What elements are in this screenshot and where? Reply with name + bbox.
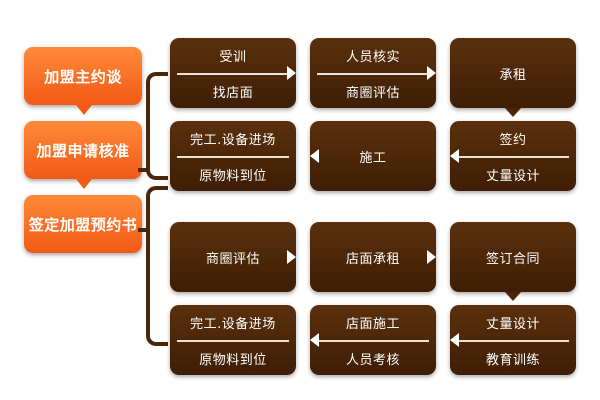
step-box-trade-area: 商圈评估 [170, 222, 296, 292]
stage-pointer-1 [76, 105, 92, 115]
arrow-left-icon [450, 333, 459, 347]
step-divider [177, 156, 289, 158]
step-text: 商圈评估 [205, 251, 260, 267]
stage-card-2: 加盟申请核准 [24, 121, 142, 189]
step-box-sign-measure: 签约 丈量设计 [450, 121, 576, 191]
step-divider [177, 73, 289, 75]
brace-lower [146, 186, 168, 346]
step-box-store-construction: 店面施工 人员考核 [310, 305, 436, 375]
step-divider [317, 340, 429, 342]
arrow-down-icon [505, 292, 521, 301]
arrow-right-icon [287, 66, 296, 80]
step-box-store-lease: 店面承租 [310, 222, 436, 292]
brace-tip-lower [138, 228, 150, 232]
step-divider [177, 340, 289, 342]
stage-label-1: 加盟主约谈 [44, 67, 122, 86]
step-divider [317, 73, 429, 75]
brace-upper [146, 72, 168, 180]
arrow-down-icon [505, 108, 521, 117]
step-bottom-text: 原物料到位 [199, 169, 267, 184]
step-top-text: 店面施工 [345, 317, 400, 332]
step-top-text: 签约 [499, 133, 527, 148]
step-top-text: 完工.设备进场 [190, 317, 276, 332]
arrow-right-icon [287, 250, 296, 264]
step-top-text: 人员核实 [345, 50, 400, 65]
stage-card-3: 签定加盟预约书 [24, 195, 142, 253]
step-text: 店面承租 [345, 251, 400, 267]
step-bottom-text: 人员考核 [345, 353, 400, 368]
stage-label-2: 加盟申请核准 [36, 141, 130, 160]
step-bottom-text: 商圈评估 [345, 86, 400, 101]
stage-label-3: 签定加盟预约书 [28, 215, 138, 234]
arrow-left-icon [450, 149, 459, 163]
step-bottom-text: 找店面 [212, 86, 254, 101]
brace-tip-upper [138, 168, 150, 172]
arrow-right-icon [427, 250, 436, 264]
step-bottom-text: 原物料到位 [199, 353, 267, 368]
step-box-complete-equipment: 完工.设备进场 原物料到位 [170, 121, 296, 191]
step-box-construction: 施工 [310, 121, 436, 191]
step-top-text: 丈量设计 [485, 317, 540, 332]
arrow-left-icon [310, 149, 319, 163]
step-box-lease: 承租 [450, 38, 576, 108]
stage-card-1: 加盟主约谈 [24, 47, 142, 115]
arrow-left-icon [310, 333, 319, 347]
stage-pointer-2 [76, 179, 92, 189]
arrow-right-icon [427, 66, 436, 80]
step-box-staff-verify: 人员核实 商圈评估 [310, 38, 436, 108]
step-box-train-find-shop: 受训 找店面 [170, 38, 296, 108]
step-top-text: 完工.设备进场 [190, 133, 276, 148]
step-box-complete-equipment-2: 完工.设备进场 原物料到位 [170, 305, 296, 375]
step-bottom-text: 丈量设计 [485, 169, 540, 184]
step-text: 施工 [359, 150, 387, 166]
step-top-text: 受训 [219, 50, 247, 65]
step-divider [457, 340, 569, 342]
step-box-measure-training: 丈量设计 教育训练 [450, 305, 576, 375]
step-bottom-text: 教育训练 [485, 353, 540, 368]
step-divider [457, 156, 569, 158]
step-text: 承租 [499, 67, 527, 83]
step-box-sign-contract: 签订合同 [450, 222, 576, 292]
step-text: 签订合同 [485, 251, 540, 267]
